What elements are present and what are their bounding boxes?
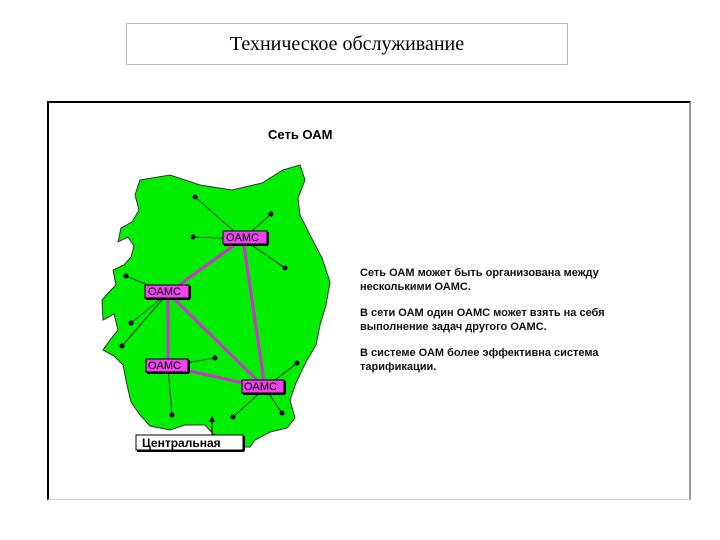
exchange-node <box>268 211 274 217</box>
oamc-node-lowleft: OAMC <box>145 358 190 374</box>
oamc-node-bottomright: OAMC <box>241 379 286 395</box>
oamc-label: OAMC <box>148 286 181 298</box>
exchange-node <box>123 273 129 279</box>
conn <box>121 292 169 347</box>
oamc-node-left: OAMC <box>144 284 191 300</box>
slide-title: Техническое обслуживание <box>126 23 568 65</box>
info-line: В системе ОАМ более эффективна система <box>360 347 599 359</box>
oamc-label: OAMC <box>148 360 181 372</box>
slide-title-text: Техническое обслуживание <box>229 32 465 55</box>
exchange-node <box>192 194 198 200</box>
exchange-node <box>294 360 300 366</box>
link-top-bottomright <box>241 238 267 389</box>
diagram-heading: Сеть ОАМ <box>268 127 332 142</box>
info-line: выполнение задач другого ОАМС. <box>360 321 547 333</box>
oamc-label: OAMC <box>226 232 259 244</box>
central-callout: Центральная <box>135 416 245 452</box>
exchange-node <box>119 343 125 349</box>
exchange-node <box>212 355 218 361</box>
link-top-left <box>167 237 244 295</box>
oamc-node-top: OAMC <box>222 230 269 246</box>
exchange-node <box>230 414 236 420</box>
conn <box>167 365 173 416</box>
info-line: Сеть ОАМ может быть организована между <box>360 267 600 279</box>
info-line: несколькими ОАМС. <box>360 281 471 293</box>
info-line: тарификации. <box>360 361 436 373</box>
link-left-bottomright <box>166 291 267 390</box>
exchange-nodes <box>119 194 300 420</box>
central-label: Центральная <box>142 436 221 450</box>
region-map <box>101 164 331 448</box>
exchange-node <box>282 265 288 271</box>
info-line: В сети ОАМ один ОАМС может взять на себя <box>360 307 605 319</box>
exchange-node <box>169 412 175 418</box>
exchange-node <box>190 234 196 240</box>
oamc-label: OAMC <box>244 381 277 393</box>
exchange-node <box>279 410 285 416</box>
info-text-block: Сеть ОАМ может быть организована между н… <box>360 267 605 373</box>
exchange-node <box>128 320 134 326</box>
